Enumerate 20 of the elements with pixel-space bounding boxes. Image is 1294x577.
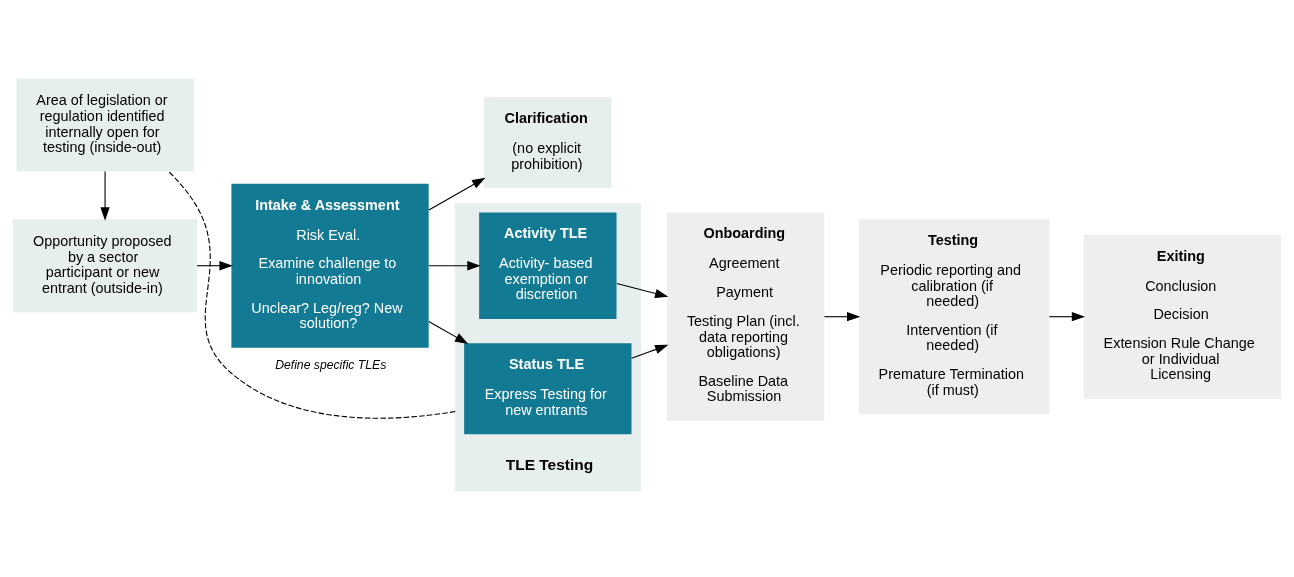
arrow	[100, 170, 110, 221]
node-box: Clarification (no explicit prohibition)	[484, 96, 612, 188]
connector	[168, 170, 456, 419]
edge-label: Define specific TLEs	[275, 357, 387, 372]
node-box: Activity TLE Activity- based exemption or discretion	[479, 212, 617, 319]
arrow	[428, 320, 469, 344]
arrow	[428, 260, 481, 270]
node-box: Area of legislation or regulation identified internally open for testing (inside-out)	[16, 77, 194, 172]
node-box: Status TLE Express Testing for new entrants	[464, 342, 632, 434]
arrow	[823, 311, 861, 321]
arrow	[1048, 311, 1086, 321]
node-box: Opportunity proposed by a sector participant or new entrant (outside-in)	[13, 218, 198, 312]
arrow	[196, 260, 233, 270]
node-box: Intake & Assessment Risk Eval. Examine challenge to innovation Unclear? Leg/reg? New solution?	[231, 183, 429, 348]
node-box: Onboarding Agreement Payment Testing Plan (incl. data reporting obligations) Baseline Data Submission	[666, 212, 825, 421]
arrow	[631, 344, 669, 359]
node-box: Exiting Conclusion Decision Extension Rule Change or Individual Licensing	[1083, 234, 1281, 399]
node-box: Testing Periodic reporting and calibration (if needed) Intervention (if needed) Premature Termination (if must)	[858, 218, 1050, 414]
arrow	[428, 177, 486, 211]
arrow	[616, 282, 669, 298]
